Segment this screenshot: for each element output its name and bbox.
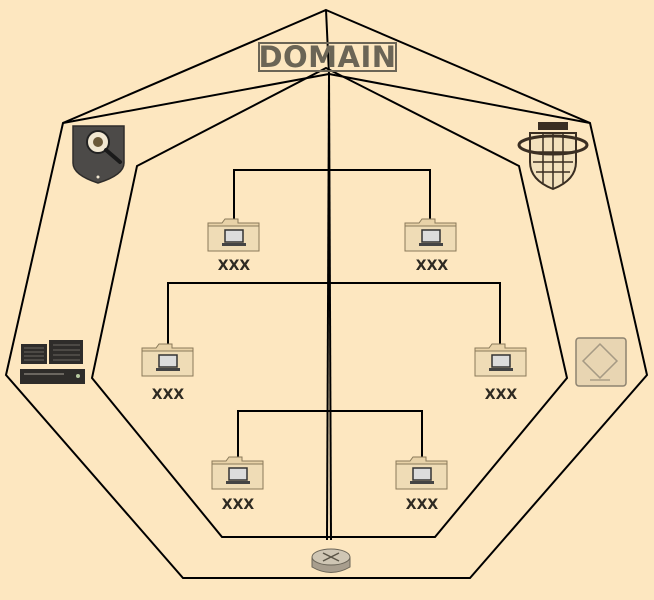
node-2-label: XXX	[415, 258, 449, 274]
ips-shield-icon	[72, 125, 125, 184]
node-1-label: XXX	[217, 258, 251, 274]
node-4-label: XXX	[484, 387, 518, 403]
connection-lines	[62, 9, 591, 541]
folder-computer-icon	[207, 218, 260, 252]
inner-perimeter	[90, 66, 569, 538]
domain-title: DOMAIN	[258, 39, 397, 74]
outer-perimeter	[4, 8, 649, 579]
folder-computer-icon	[211, 456, 264, 490]
server-rack-icon	[20, 340, 85, 384]
folder-computer-icon	[474, 343, 527, 377]
domain-title-box: DOMAIN	[258, 42, 397, 72]
firewall-shield-icon	[517, 122, 589, 191]
router-icon	[311, 548, 351, 573]
security-appliance-icon	[575, 337, 627, 387]
folder-computer-icon	[141, 343, 194, 377]
node-5-label: XXX	[221, 497, 255, 513]
folder-computer-icon	[395, 456, 448, 490]
node-6-label: XXX	[405, 497, 439, 513]
node-3-label: XXX	[151, 387, 185, 403]
folder-computer-icon	[404, 218, 457, 252]
